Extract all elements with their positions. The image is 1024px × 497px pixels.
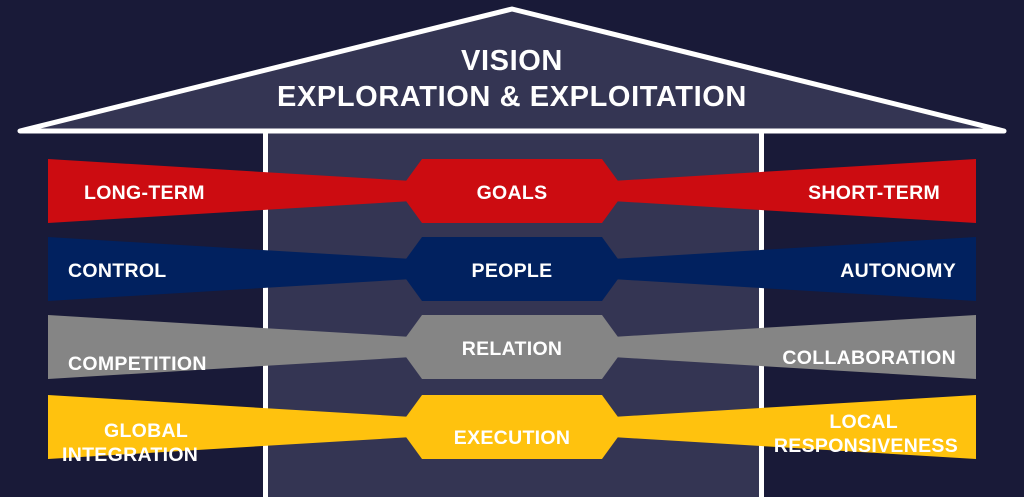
- row-execution-left-label-line-2: INTEGRATION: [62, 444, 198, 466]
- row-people-center-block: [406, 237, 618, 301]
- row-execution-center-label: EXECUTION: [454, 427, 570, 449]
- row-relation-left-label: COMPETITION: [68, 353, 207, 375]
- row-goals-right-label: SHORT-TERM: [808, 182, 940, 204]
- row-relation-center-block: [406, 315, 618, 379]
- row-goals-center-label: GOALS: [477, 182, 548, 204]
- row-relation-right-wing: [612, 315, 976, 379]
- row-execution-left-wing: [48, 395, 412, 459]
- row-execution-left-label-line-1: GLOBAL: [104, 420, 188, 442]
- roof-triangle: [17, 6, 1007, 134]
- row-goals-left-label: LONG-TERM: [84, 182, 205, 204]
- row-people-left-label: CONTROL: [68, 260, 167, 282]
- row-goals-center-block: [406, 159, 618, 223]
- row-people-center-label: PEOPLE: [472, 260, 553, 282]
- row-people-left-wing: [48, 237, 412, 301]
- row-relation-right-label: COLLABORATION: [782, 347, 956, 369]
- row-relation-left-wing: [48, 315, 412, 379]
- row-goals-left-wing: [48, 159, 412, 223]
- row-execution: GLOBAL INTEGRATION EXECUTION LOCAL RESPO…: [48, 395, 976, 466]
- roof-title-line-1: VISION: [461, 45, 563, 77]
- row-people-right-label: AUTONOMY: [840, 260, 956, 282]
- row-goals: LONG-TERM GOALS SHORT-TERM: [48, 159, 976, 223]
- row-execution-center-block: [406, 395, 618, 459]
- row-people-right-wing: [612, 237, 976, 301]
- roof-title-line-2: EXPLORATION & EXPLOITATION: [277, 81, 747, 113]
- row-goals-right-wing: [612, 159, 976, 223]
- row-relation-center-label: RELATION: [462, 338, 563, 360]
- row-execution-right-label-line-2: RESPONSIVENESS: [774, 435, 958, 457]
- row-relation: COMPETITION RELATION COLLABORATION: [48, 315, 976, 379]
- row-people: CONTROL PEOPLE AUTONOMY: [48, 237, 976, 301]
- row-execution-right-wing: [612, 395, 976, 459]
- row-execution-right-label-line-1: LOCAL: [829, 411, 898, 433]
